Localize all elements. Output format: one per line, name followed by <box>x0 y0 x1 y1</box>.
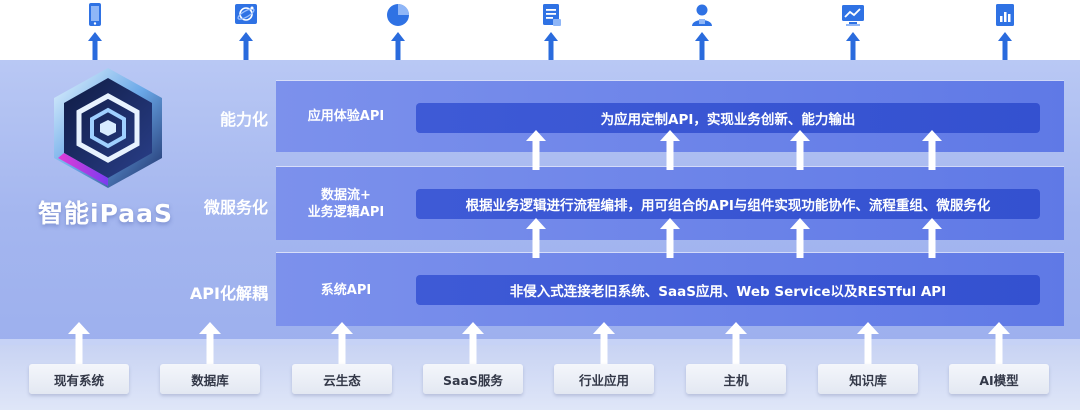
network-globe-icon <box>235 4 257 24</box>
arrow-up-icon <box>790 218 810 258</box>
arrow-up-icon <box>922 130 942 170</box>
arrow-up-icon <box>544 32 558 60</box>
user-icon <box>692 4 712 26</box>
arrow-up-icon <box>88 32 102 60</box>
arrow-up-icon <box>922 218 942 258</box>
arrow-up-icon <box>846 32 860 60</box>
top-icon-col-pie <box>383 2 413 60</box>
top-icon-col-monitor <box>838 2 868 60</box>
arrow-up-icon <box>660 218 680 258</box>
bar-chart-icon <box>996 4 1014 26</box>
layer-process-api: 数据流+ 业务逻辑API 根据业务逻辑进行流程编排，用可组合的API与组件实现功… <box>276 166 1064 240</box>
source-mainframe: 主机 <box>686 364 786 394</box>
ipaas-hexagon-logo <box>54 68 162 188</box>
arrow-up-icon <box>526 130 546 170</box>
layer-label-api-decoupling: API化解耦 <box>189 284 268 303</box>
layer-name-line2: 业务逻辑API <box>307 205 385 220</box>
arrow-up-icon <box>462 322 484 368</box>
arrow-up-icon <box>68 322 90 368</box>
arrow-up-icon <box>526 218 546 258</box>
top-icon-col-network <box>231 2 261 60</box>
arrow-up-icon <box>998 32 1012 60</box>
arrow-up-icon <box>660 130 680 170</box>
source-saas-services: SaaS服务 <box>423 364 523 394</box>
arrow-up-icon <box>331 322 353 368</box>
arrow-up-icon <box>857 322 879 368</box>
top-icon-col-phone <box>80 2 110 60</box>
top-icon-col-user <box>687 2 717 60</box>
arrow-up-icon <box>199 322 221 368</box>
arrow-up-icon <box>593 322 615 368</box>
layer-description-bar: 为应用定制API，实现业务创新、能力输出 <box>416 103 1040 133</box>
layer-name: 应用体验API <box>307 109 385 124</box>
arrow-up-icon <box>790 130 810 170</box>
product-name: 智能iPaaS <box>38 199 173 228</box>
layer-description-bar: 根据业务逻辑进行流程编排，用可组合的API与组件实现功能协作、流程重组、微服务化 <box>416 189 1040 219</box>
source-knowledge-base: 知识库 <box>818 364 918 394</box>
arrow-up-icon <box>239 32 253 60</box>
source-existing-systems: 现有系统 <box>29 364 129 394</box>
layer-label-capability: 能力化 <box>219 110 268 129</box>
arrow-up-icon <box>695 32 709 60</box>
top-icon-col-bar <box>990 2 1020 60</box>
layer-system-api: 系统API 非侵入式连接老旧系统、SaaS应用、Web Service以及RES… <box>276 252 1064 326</box>
layer-name: 系统API <box>320 283 372 298</box>
pie-chart-icon <box>387 4 409 26</box>
layer-label-microservice: 微服务化 <box>203 198 268 217</box>
layer-name-line1: 数据流+ <box>321 188 371 203</box>
monitor-chart-icon <box>842 5 864 26</box>
top-icons-row <box>0 0 1080 62</box>
phone-icon <box>89 3 101 26</box>
source-industry-apps: 行业应用 <box>554 364 654 394</box>
layer-name: 数据流+ 业务逻辑API <box>276 187 416 221</box>
source-ai-model: AI模型 <box>949 364 1049 394</box>
top-icon-col-document <box>536 2 566 60</box>
arrow-up-icon <box>391 32 405 60</box>
source-cloud-ecosystem: 云生态 <box>292 364 392 394</box>
source-database: 数据库 <box>160 364 260 394</box>
arrow-up-icon <box>725 322 747 368</box>
arrow-up-icon <box>988 322 1010 368</box>
layer-description-bar: 非侵入式连接老旧系统、SaaS应用、Web Service以及RESTful A… <box>416 275 1040 305</box>
document-icon <box>543 4 561 26</box>
